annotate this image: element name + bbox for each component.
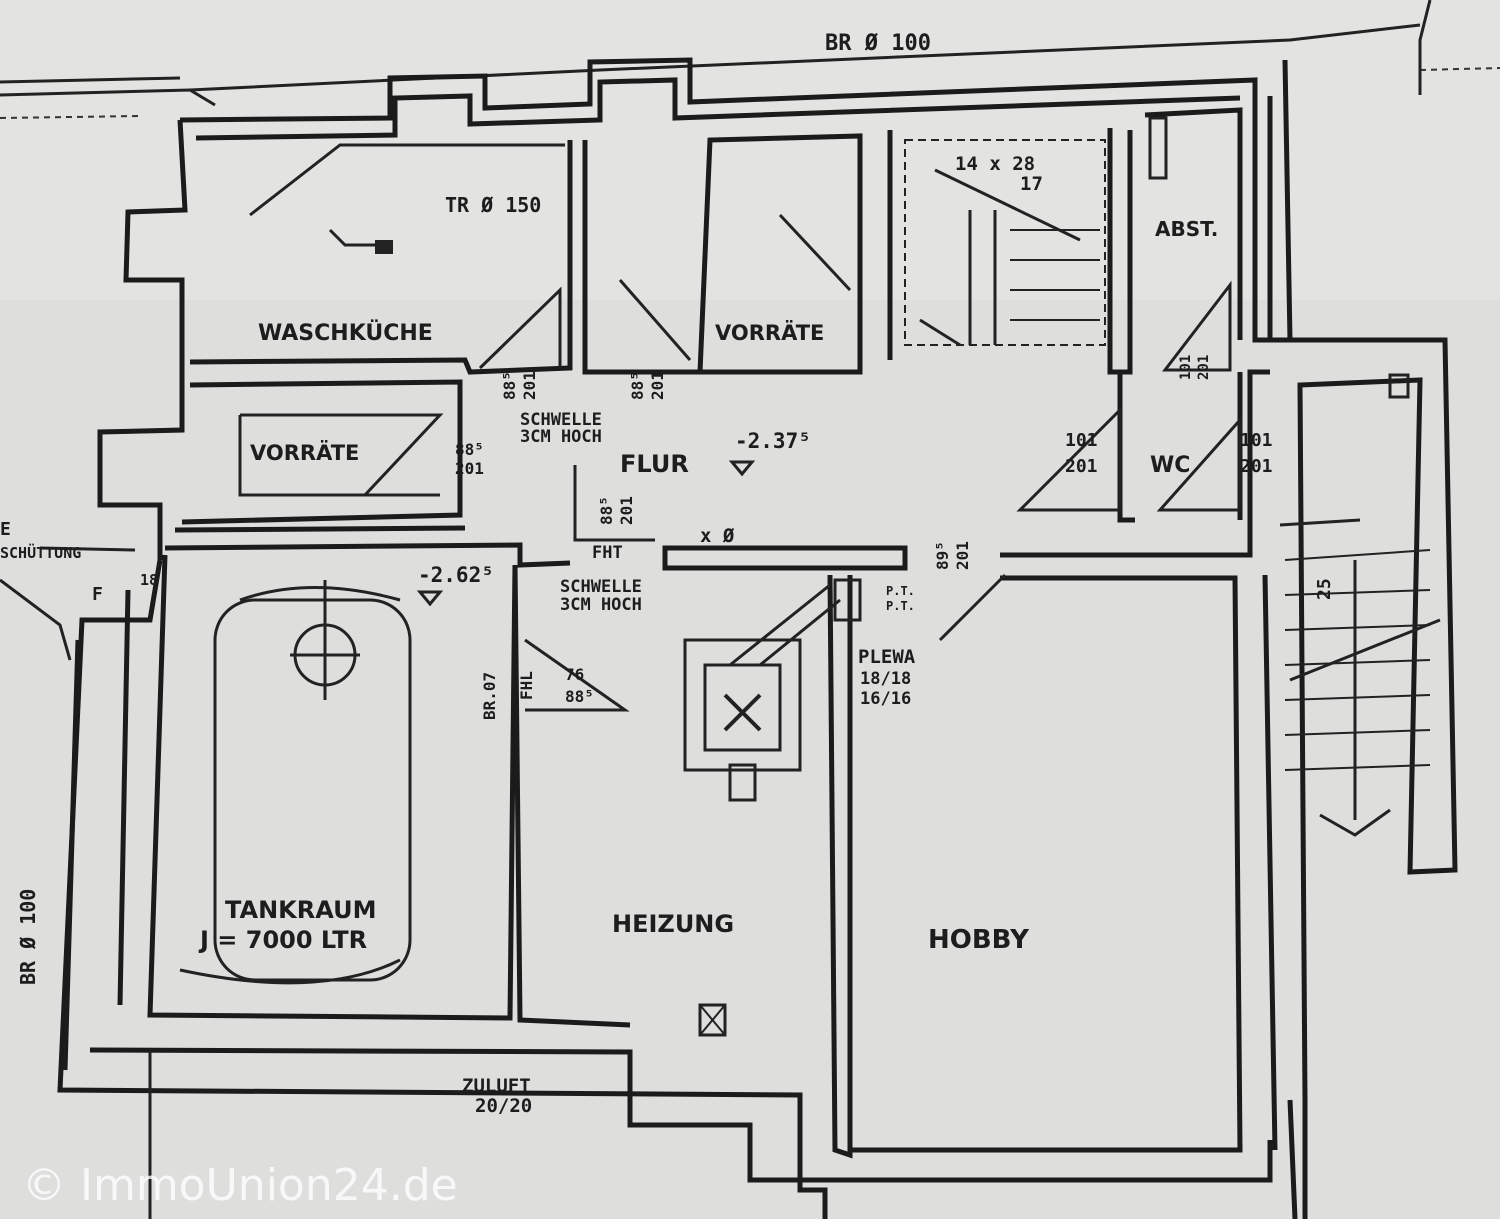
annotation-e: E — [0, 519, 11, 540]
door-dim-101-d: 201 — [1240, 456, 1273, 477]
door-dim-76-a: 76 — [565, 665, 584, 684]
room-label-heizung: HEIZUNG — [612, 910, 734, 938]
annotation-plewa-b: 16/16 — [860, 689, 911, 709]
door-dim-885-c: 88⁵ — [500, 371, 519, 400]
paper-highlight — [0, 0, 1500, 300]
interior-walls — [117, 107, 1278, 1159]
door-dim-101-b: 201 — [1065, 456, 1098, 477]
annotation-schwelle-1a: SCHWELLE — [520, 410, 602, 430]
room-label-vorraete-top: VORRÄTE — [715, 320, 824, 345]
annotation-br-left: BR Ø 100 — [16, 889, 40, 985]
annotation-fhl: FHL — [517, 671, 536, 700]
door-dim-895-b: 201 — [953, 541, 972, 570]
door-dim-885-a: 88⁵ — [455, 440, 484, 459]
boiler-chimney — [683, 578, 862, 1037]
annotation-schwelle-2a: SCHWELLE — [560, 577, 642, 597]
annotation-tr: TR Ø 150 — [445, 193, 541, 217]
annotation-plewa: PLEWA — [858, 646, 916, 668]
room-label-vorraete-left: VORRÄTE — [250, 440, 359, 465]
annotation-schuettung: SCHÜTTUNG — [0, 543, 81, 562]
left-exterior-lines — [0, 546, 152, 1219]
door-dim-101-c: 101 — [1240, 430, 1273, 451]
door-dim-101-small-b: 201 — [1196, 355, 1212, 380]
annotation-schwelle-1b: 3CM HOCH — [520, 427, 602, 447]
level-markers — [416, 460, 756, 607]
door-dim-101-small-a: 101 — [1178, 355, 1194, 380]
annotation-zuluft-size: 20/20 — [475, 1095, 532, 1117]
oil-tank — [179, 580, 412, 985]
tank-volume-label: J = 7000 LTR — [198, 926, 367, 954]
annotation-stairs-bottom: 17 — [1020, 173, 1043, 195]
door-dim-895-a: 89⁵ — [933, 541, 952, 570]
room-label-hobby: HOBBY — [928, 925, 1030, 955]
staircase-upper — [904, 139, 1106, 347]
annotation-stair-25: 25 — [1314, 578, 1335, 600]
room-label-flur: FLUR — [620, 450, 689, 478]
annotation-pt-2: P.T. — [886, 599, 915, 613]
annotation-f: F — [92, 584, 103, 605]
annotation-zuluft: ZULUFT — [462, 1075, 531, 1097]
annotation-flur-level: -2.37⁵ — [735, 429, 811, 453]
room-label-abst: ABST. — [1155, 217, 1218, 241]
annotation-x-phi: x Ø — [700, 525, 735, 547]
door-dim-885-f: 201 — [648, 371, 667, 400]
door-dim-885-b: 201 — [455, 459, 484, 478]
door-dim-885-h: 201 — [617, 496, 636, 525]
door-swings — [238, 143, 1361, 712]
annotation-pt-1: P.T. — [886, 584, 915, 598]
annotation-stairs-top: 14 x 28 — [955, 153, 1035, 175]
door-dim-885-e: 88⁵ — [628, 371, 647, 400]
annotation-br-07: BR.07 — [480, 672, 499, 720]
watermark: © ImmoUnion24.de — [22, 1160, 458, 1211]
annotation-tank-level: -2.62⁵ — [418, 563, 494, 587]
exterior-walls — [57, 57, 1458, 1219]
annotation-fht: FHT — [592, 543, 623, 563]
door-dim-885-g: 88⁵ — [597, 496, 616, 525]
annotation-br-top: BR Ø 100 — [825, 31, 931, 56]
door-dim-76-b: 88⁵ — [565, 687, 594, 706]
annotation-18: 18 — [140, 571, 158, 589]
door-dim-101-a: 101 — [1065, 430, 1098, 451]
room-label-waschkueche: WASCHKÜCHE — [258, 320, 433, 346]
door-dim-885-d: 201 — [520, 371, 539, 400]
room-label-wc: WC — [1150, 453, 1190, 478]
staircase-right — [1284, 549, 1441, 837]
room-label-tankraum: TANKRAUM — [225, 896, 376, 924]
annotation-plewa-a: 18/18 — [860, 669, 911, 689]
small-symbols — [328, 116, 1410, 399]
annotation-schwelle-2b: 3CM HOCH — [560, 595, 642, 615]
